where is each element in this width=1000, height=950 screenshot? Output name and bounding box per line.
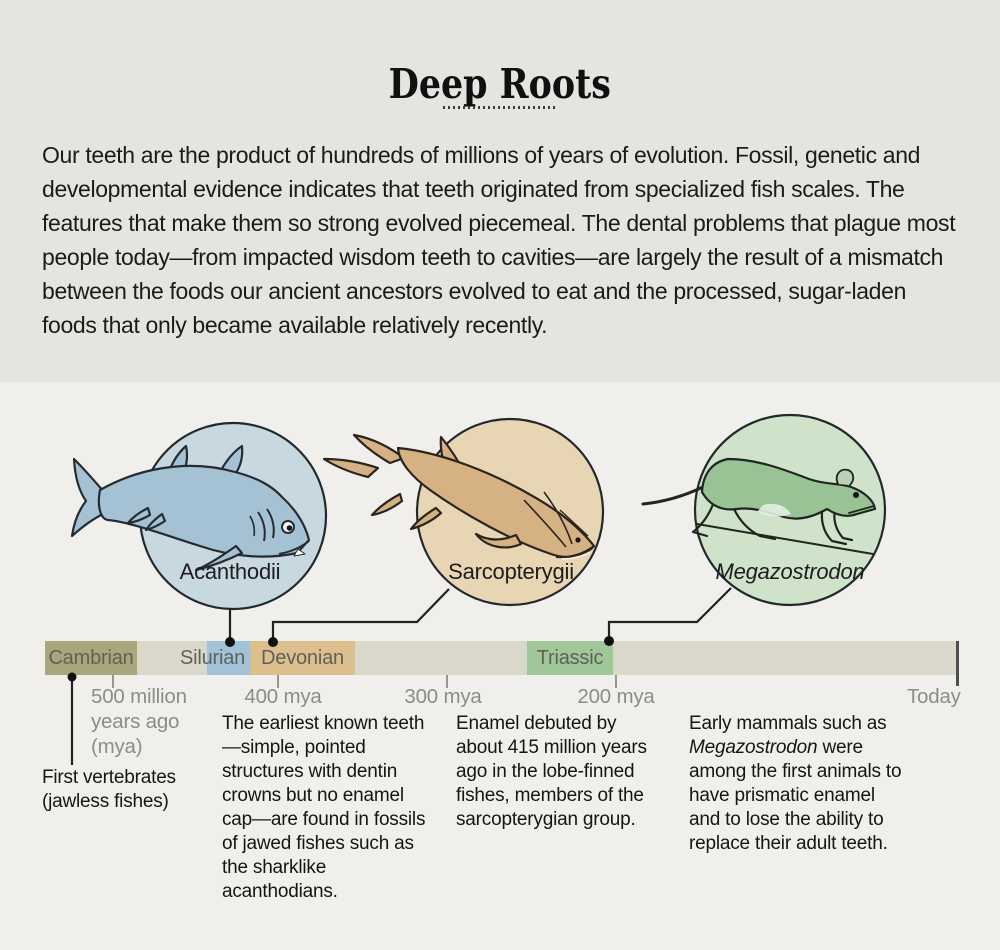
page-title-text: Deep Roots xyxy=(388,60,612,109)
annotation-enamel-debut: Enamel debuted by about 415 million year… xyxy=(456,713,647,830)
axis-label-300mya: 300 mya xyxy=(404,685,482,708)
annotation-earliest-teeth: The earliest known teeth—simple, pointed… xyxy=(222,713,426,902)
species-label-acanthodii: Acanthodii xyxy=(179,559,281,584)
axis-label-500mya: 500 million years ago (mya) xyxy=(91,684,187,759)
tick-today-endcap xyxy=(956,641,959,686)
annotation-early-mammals: Early mammals such as Megazostrodon were… xyxy=(689,712,911,856)
axis-label-500mya-line1: 500 million xyxy=(91,685,187,708)
page-title: Deep Roots xyxy=(0,60,1000,108)
period-segment-silurian: Silurian xyxy=(180,641,250,675)
header-section: Deep Roots Our teeth are the product of … xyxy=(0,0,1000,382)
tick-300mya xyxy=(446,675,448,688)
period-label-triassic: Triassic xyxy=(536,646,604,669)
annotation-early-mammals-after: were among the first animals to have pri… xyxy=(689,737,902,854)
dotted-divider xyxy=(443,106,556,109)
intro-paragraph: Our teeth are the product of hundreds of… xyxy=(42,142,956,338)
species-label-megazostrodon: Megazostrodon xyxy=(715,559,865,584)
period-label-cambrian: Cambrian xyxy=(48,646,134,669)
axis-label-500mya-line3: (mya) xyxy=(91,735,143,758)
period-segment-triassic: Triassic xyxy=(527,641,613,675)
species-label-sarcopterygii: Sarcopterygii xyxy=(448,559,574,584)
axis-label-400mya: 400 mya xyxy=(244,685,322,708)
axis-label-500mya-line2: years ago xyxy=(91,710,180,733)
tick-500mya xyxy=(112,675,114,688)
period-label-devonian: Devonian xyxy=(261,646,344,669)
period-segment-devonian: Devonian xyxy=(250,641,355,675)
annotation-early-mammals-species: Megazostrodon xyxy=(689,737,818,758)
tick-400mya xyxy=(277,675,279,688)
axis-label-200mya: 200 mya xyxy=(577,685,655,708)
annotation-early-mammals-before: Early mammals such as xyxy=(689,713,887,734)
annotation-first-vertebrates: First vertebrates (jawless fishes) xyxy=(42,767,176,812)
period-segment-cambrian: Cambrian xyxy=(45,641,137,675)
tick-200mya xyxy=(615,675,617,688)
timeline-bar: Cambrian Silurian Devonian Triassic xyxy=(45,641,958,675)
axis-label-today: Today xyxy=(907,685,961,708)
period-label-silurian: Silurian xyxy=(179,646,246,669)
